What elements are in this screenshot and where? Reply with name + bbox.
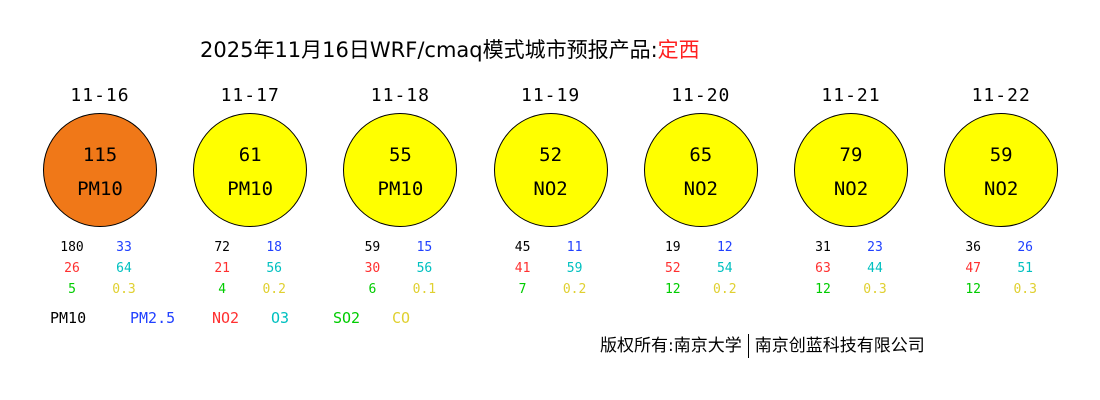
aqi-value: 59 [989, 144, 1013, 166]
forecast-date: 11-18 [370, 85, 430, 106]
primary-pollutant: NO2 [833, 178, 869, 200]
legend-item: SO2 [333, 309, 361, 327]
co-value: 0.2 [713, 282, 737, 297]
co-value: 0.3 [112, 282, 136, 297]
forecast-day: 11-19 52 NO2 45 11 41 59 7 0.2 [493, 0, 643, 300]
pm10-value: 36 [965, 240, 982, 255]
co-value: 0.3 [863, 282, 887, 297]
o3-value: 59 [566, 261, 583, 276]
no2-value: 21 [214, 261, 231, 276]
forecast-date: 11-16 [70, 85, 130, 106]
forecast-date: 11-17 [220, 85, 280, 106]
forecast-day: 11-18 55 PM10 59 15 30 56 6 0.1 [342, 0, 492, 300]
primary-pollutant: PM10 [77, 178, 123, 200]
primary-pollutant: NO2 [984, 178, 1019, 200]
pm10-value: 45 [514, 240, 531, 255]
pm25-value: 11 [566, 240, 583, 255]
o3-value: 44 [867, 261, 883, 276]
aqi-value: 61 [238, 144, 262, 166]
legend-item: NO2 [212, 309, 240, 327]
legend-item: CO [392, 309, 411, 327]
forecast-day: 11-22 59 NO2 36 26 47 51 12 0.3 [943, 0, 1093, 300]
no2-value: 63 [815, 261, 831, 276]
aqi-circle: 55 PM10 [343, 113, 458, 227]
copyright-label: 版权所有: [600, 336, 674, 356]
co-value: 0.2 [562, 282, 587, 297]
so2-value: 12 [965, 282, 982, 297]
co-value: 0.1 [412, 282, 437, 297]
pm25-value: 23 [867, 240, 883, 255]
copyright-org2: 南京创蓝科技有限公司 [754, 336, 925, 356]
aqi-value: 52 [539, 144, 563, 166]
aqi-circle: 59 NO2 [944, 113, 1059, 227]
no2-value: 47 [965, 261, 982, 276]
pm25-value: 15 [416, 240, 433, 255]
copyright-org1: 南京大学 [673, 336, 742, 356]
co-value: 0.3 [1013, 282, 1037, 297]
title-text: 2025年11月16日WRF/cmaq模式城市预报产品: [200, 38, 658, 62]
no2-value: 30 [364, 261, 381, 276]
o3-value: 56 [266, 261, 283, 276]
pm25-value: 33 [116, 240, 132, 255]
so2-value: 12 [664, 282, 681, 297]
aqi-circle: 79 NO2 [794, 113, 908, 227]
aqi-value: 55 [388, 144, 412, 166]
o3-value: 54 [716, 261, 733, 276]
aqi-value: 65 [689, 144, 713, 166]
pm25-value: 26 [1017, 240, 1034, 255]
aqi-value: 79 [839, 144, 863, 166]
forecast-date: 11-21 [821, 85, 881, 106]
so2-value: 6 [368, 282, 377, 297]
copyright: 版权所有:南京大学南京创蓝科技有限公司 [600, 331, 925, 358]
so2-value: 5 [68, 282, 76, 297]
o3-value: 64 [116, 261, 132, 276]
aqi-circle: 61 PM10 [193, 113, 308, 227]
pm10-value: 59 [364, 240, 381, 255]
separator [747, 334, 749, 358]
pm10-value: 19 [664, 240, 681, 255]
o3-value: 56 [416, 261, 433, 276]
aqi-circle: 52 NO2 [493, 113, 608, 227]
legend-item: O3 [271, 309, 290, 327]
so2-value: 7 [518, 282, 527, 297]
forecast-day: 11-21 79 NO2 31 23 63 44 12 0.3 [793, 0, 943, 300]
forecast-date: 11-19 [521, 85, 581, 106]
pm25-value: 18 [266, 240, 283, 255]
pm10-value: 72 [214, 240, 231, 255]
legend-item: PM2.5 [130, 309, 176, 327]
forecast-date: 11-20 [671, 85, 731, 106]
forecast-day: 11-17 61 PM10 72 18 21 56 4 0.2 [192, 0, 342, 300]
primary-pollutant: NO2 [533, 178, 568, 200]
no2-value: 41 [514, 261, 531, 276]
primary-pollutant: PM10 [377, 178, 424, 200]
primary-pollutant: PM10 [227, 178, 274, 200]
city-name: 定西 [657, 38, 700, 62]
so2-value: 4 [218, 282, 227, 297]
forecast-date: 11-22 [971, 85, 1031, 106]
pm25-value: 12 [716, 240, 733, 255]
co-value: 0.2 [262, 282, 286, 297]
pm10-value: 180 [60, 240, 84, 255]
aqi-circle: 115 PM10 [43, 113, 157, 227]
no2-value: 52 [664, 261, 681, 276]
forecast-day: 11-20 65 NO2 19 12 52 54 12 0.2 [643, 0, 793, 300]
pm10-value: 31 [815, 240, 831, 255]
so2-value: 12 [815, 282, 831, 297]
legend-item: PM10 [50, 309, 87, 327]
aqi-value: 115 [82, 144, 118, 166]
o3-value: 51 [1017, 261, 1034, 276]
no2-value: 26 [64, 261, 80, 276]
aqi-circle: 65 NO2 [643, 113, 758, 227]
forecast-day: 11-16 115 PM10 180 33 26 64 5 0.3 [42, 0, 192, 300]
primary-pollutant: NO2 [683, 178, 718, 200]
page-title: 2025年11月16日WRF/cmaq模式城市预报产品:定西 [200, 34, 700, 64]
